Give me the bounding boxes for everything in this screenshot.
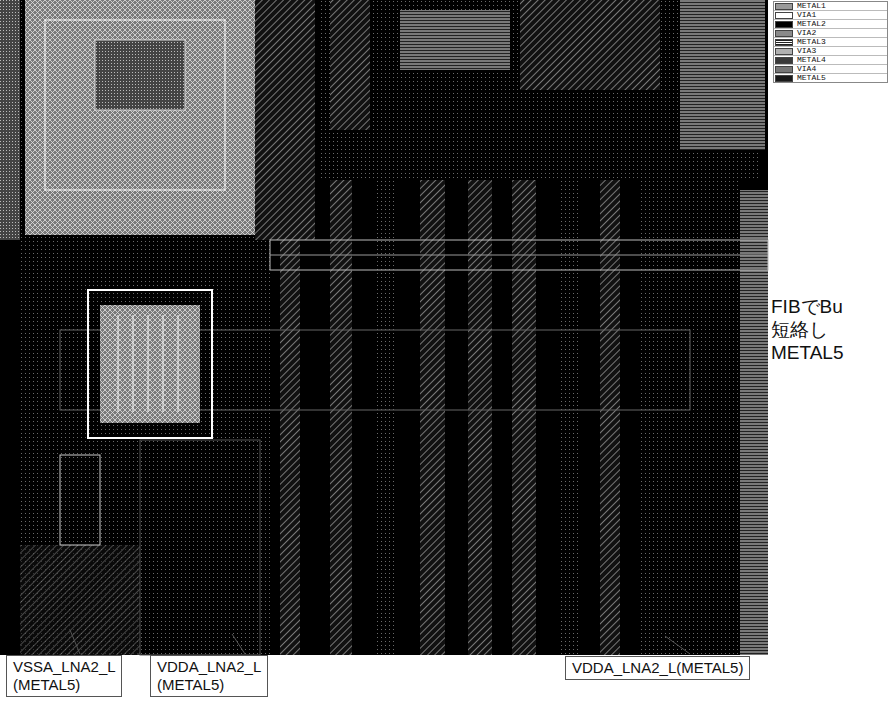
legend-row: METAL3 — [774, 38, 887, 47]
legend-text: VIA3 — [797, 47, 816, 55]
legend-text: METAL3 — [797, 38, 826, 46]
legend-swatch — [775, 75, 793, 82]
legend-text: METAL2 — [797, 20, 826, 28]
legend-swatch — [775, 48, 793, 55]
legend-text: METAL1 — [797, 2, 826, 10]
callout-box: VSSA_LNA2_L (METAL5) — [6, 655, 122, 697]
callout-text: VSSA_LNA2_L (METAL5) — [13, 658, 115, 694]
legend-text: VIA1 — [797, 11, 816, 19]
legend-swatch — [775, 57, 793, 64]
legend-row: VIA2 — [774, 29, 887, 38]
legend-text: METAL4 — [797, 56, 826, 64]
legend-swatch — [775, 3, 793, 10]
legend-row: METAL2 — [774, 20, 887, 29]
legend-row: METAL4 — [774, 56, 887, 65]
legend-swatch — [775, 21, 793, 28]
legend-swatch — [775, 66, 793, 73]
callout-text: VDDA_LNA2_L(METAL5) — [572, 659, 743, 677]
legend-row: VIA1 — [774, 11, 887, 20]
legend-swatch — [775, 12, 793, 19]
legend-row: VIA3 — [774, 47, 887, 56]
legend-swatch — [775, 30, 793, 37]
legend-swatch — [775, 39, 793, 46]
callout-box: VDDA_LNA2_L (METAL5) — [150, 655, 268, 697]
legend-text: METAL5 — [797, 74, 826, 82]
note-text: FIBでBu 短絡し METAL5 — [771, 296, 844, 364]
legend-text: VIA2 — [797, 29, 816, 37]
layer-legend: METAL1VIA1METAL2VIA2METAL3VIA3METAL4VIA4… — [773, 1, 888, 83]
legend-text: VIA4 — [797, 65, 816, 73]
legend-row: VIA4 — [774, 65, 887, 74]
legend-row: METAL5 — [774, 74, 887, 82]
callout-box: VDDA_LNA2_L(METAL5) — [565, 656, 750, 680]
leader-line — [70, 630, 690, 654]
callout-text: VDDA_LNA2_L (METAL5) — [157, 658, 261, 694]
legend-row: METAL1 — [774, 2, 887, 11]
